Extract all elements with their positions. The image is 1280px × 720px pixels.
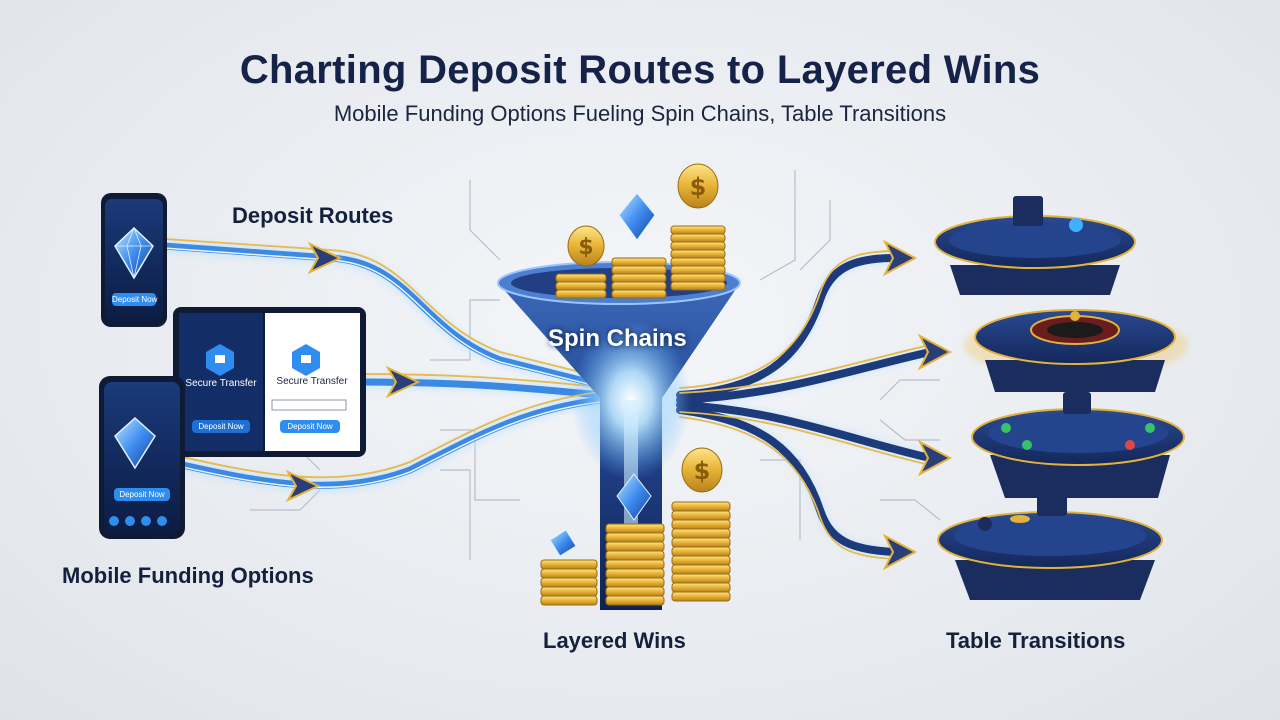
page-title: Charting Deposit Routes to Layered Wins (239, 48, 1041, 92)
tablet-right-deposit-button: Deposit Now (280, 420, 340, 433)
phone-bottom (99, 376, 185, 539)
dollar-coin-icon: $ (578, 235, 593, 260)
casino-table-3 (971, 392, 1185, 498)
page-subtitle: Mobile Funding Options Fueling Spin Chai… (333, 101, 947, 126)
diamond-gem-icon (114, 416, 156, 470)
deposit-routes-label: Deposit Routes (232, 203, 394, 228)
arrow-right-icon (285, 239, 953, 571)
casino-table-4 (937, 490, 1163, 600)
casino-table-1 (934, 196, 1136, 295)
dollar-coin-icon: $ (690, 173, 707, 201)
diamond-gem-icon (618, 192, 656, 241)
layered-wins-label: Layered Wins (543, 628, 686, 653)
deposit-route-streams (143, 237, 607, 493)
diamond-gem-icon (549, 529, 577, 557)
dollar-coin-icon: $ (694, 457, 711, 485)
spin-chains-label: Spin Chains (548, 325, 687, 352)
coin-stacks-bottom: $ (540, 447, 731, 606)
phone-top-deposit-button: Deposit Now (112, 293, 158, 306)
table-transitions-label: Table Transitions (946, 628, 1126, 653)
casino-table-2-roulette (964, 309, 1188, 392)
mobile-funding-label: Mobile Funding Options (62, 563, 314, 588)
diamond-gem-icon (616, 473, 652, 521)
phone-top (101, 193, 167, 327)
tablet-right-title: Secure Transfer (276, 376, 348, 387)
coin-stacks-top: $ $ (555, 163, 726, 299)
phone-bottom-deposit-button: Deposit Now (114, 488, 170, 501)
tablet-left-deposit-button: Deposit Now (192, 420, 250, 433)
table-transition-streams (674, 250, 936, 560)
tablet-left-title: Secure Transfer (185, 378, 257, 389)
